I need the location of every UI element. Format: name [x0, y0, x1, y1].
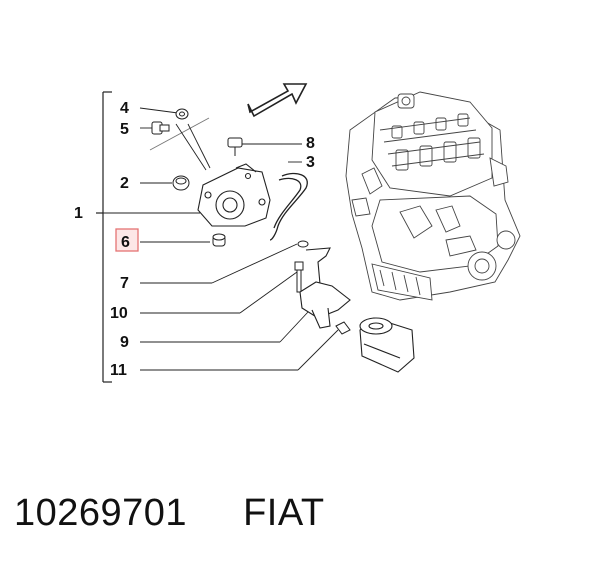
oil-pump-housing	[197, 163, 271, 227]
part-9-pickup-tube	[299, 247, 351, 329]
part-4-nut	[175, 108, 189, 120]
oil-filter	[359, 317, 415, 373]
callout-9: 9	[120, 334, 129, 351]
callout-6: 6	[121, 234, 130, 251]
parts-diagram: 4 5 2 1 6 7 10 9 11 8 3	[74, 83, 521, 383]
part-8-sensor	[227, 137, 243, 156]
callout-labels: 4 5 2 1 6 7 10 9 11 8 3	[74, 100, 315, 379]
leader-lines	[96, 107, 339, 371]
engine-assembly	[345, 91, 521, 301]
part-7-ring	[297, 240, 309, 248]
direction-arrow-icon	[247, 83, 308, 118]
caption: 10269701 FIAT	[14, 492, 325, 535]
part-3-gasket	[269, 172, 308, 241]
callout-1: 1	[74, 205, 83, 222]
callout-4: 4	[120, 100, 129, 117]
callout-11: 11	[110, 362, 127, 379]
callout-5: 5	[120, 121, 129, 138]
part-11-plug	[335, 321, 351, 335]
callout-6-highlight	[115, 228, 139, 252]
callout-8: 8	[306, 135, 315, 152]
callout-7: 7	[120, 275, 129, 292]
part-number: 10269701	[14, 492, 188, 534]
brand-name: FIAT	[243, 492, 325, 534]
callout-3: 3	[306, 154, 315, 171]
part-5-bolt	[151, 121, 170, 135]
callout-10: 10	[110, 305, 128, 322]
callout-2: 2	[120, 175, 129, 192]
group-bracket	[96, 91, 112, 383]
part-2-cap	[172, 175, 190, 191]
part-10-bolt	[294, 261, 304, 293]
part-6-plug	[212, 233, 226, 247]
